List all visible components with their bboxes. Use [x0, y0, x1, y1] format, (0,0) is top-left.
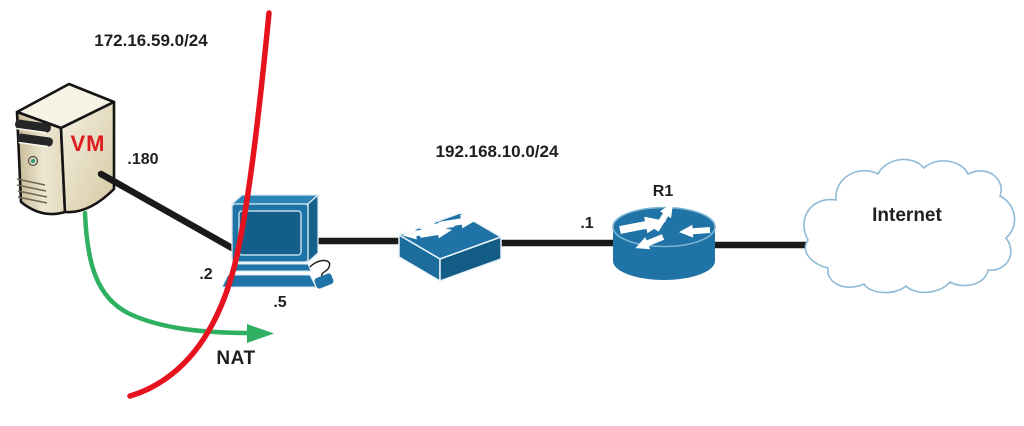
monitor-screen [238, 210, 302, 256]
router-icon [612, 199, 716, 280]
nat-label: NAT [216, 348, 255, 369]
server-icon: VM [15, 82, 116, 216]
switch-side-face [439, 235, 502, 283]
subnet-label-lan: 172.16.59.0/24 [94, 31, 208, 50]
vent-lines-icon [16, 178, 48, 204]
links [97, 170, 824, 252]
server-side-face [59, 100, 116, 214]
drive-bay-icon [15, 119, 51, 134]
mouse-icon [314, 273, 334, 289]
monitor-side-face [307, 193, 319, 264]
power-led-dot [31, 159, 35, 163]
pc-icon [221, 193, 334, 289]
subnet-label-transit: 192.168.10.0/24 [436, 142, 559, 161]
pc-ip-label: .2 [199, 266, 212, 283]
router-top [612, 206, 716, 248]
router-ip-label: .1 [580, 215, 593, 232]
nat-arrowhead [247, 324, 274, 343]
cloud-outline [803, 158, 1016, 294]
keyboard-icon [221, 274, 317, 288]
monitor-stand [232, 263, 312, 272]
router-name-label: R1 [653, 183, 674, 200]
mouse-cable-icon [307, 259, 331, 279]
nat-boundary-curve [127, 10, 272, 399]
pc-host-ip-label: .5 [273, 294, 286, 311]
server-ip-label: .180 [127, 151, 158, 168]
internet-label: Internet [872, 205, 942, 226]
internet-cloud-icon: Internet [803, 158, 1016, 294]
link-server-pc [97, 170, 236, 252]
nat-arrow-curve [82, 210, 253, 336]
vm-label: VM [71, 131, 106, 156]
drive-bay-icon [17, 133, 53, 148]
switch-icon [397, 211, 503, 283]
